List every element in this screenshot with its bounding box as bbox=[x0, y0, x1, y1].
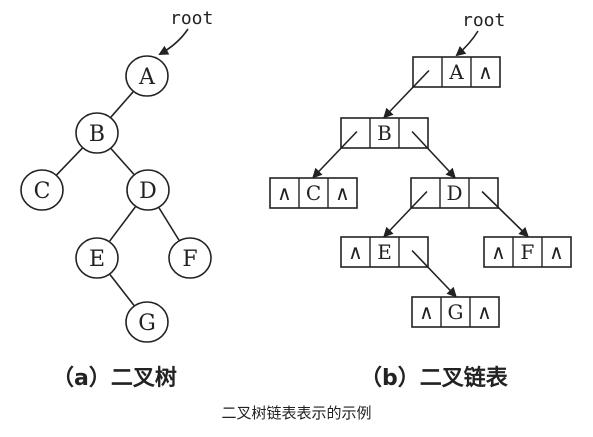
right-null-mark: ∧ bbox=[477, 300, 492, 324]
list-node-c: C ∧ ∧ bbox=[269, 177, 358, 209]
tree-node-a: A bbox=[125, 55, 169, 97]
tree-root-arrow bbox=[158, 28, 189, 55]
tree-node-circle bbox=[125, 55, 169, 97]
list-link-b-right-d bbox=[411, 130, 456, 179]
tree-root-label: root bbox=[170, 8, 213, 29]
tree-node-g: G bbox=[125, 301, 169, 343]
list-node-data: D bbox=[446, 181, 462, 205]
list-node-data: B bbox=[377, 121, 392, 145]
list-node-box bbox=[269, 177, 358, 209]
tree-node-circle bbox=[75, 112, 119, 154]
list-link-d-right-f bbox=[481, 190, 529, 238]
tree-node-d: D bbox=[126, 169, 170, 211]
tree-edge-d-f bbox=[158, 207, 180, 241]
tree-node-label: E bbox=[89, 247, 105, 272]
tree-node-circle bbox=[168, 237, 212, 279]
caption-linked-list: （b）二叉链表 bbox=[360, 366, 508, 391]
list-node-a: A∧ bbox=[412, 56, 501, 88]
list-node-d: D bbox=[410, 177, 499, 209]
tree-node-b: B bbox=[75, 112, 119, 154]
list-node-data: C bbox=[306, 181, 321, 205]
tree-edge-e-g bbox=[109, 274, 135, 306]
left-null-mark: ∧ bbox=[348, 240, 363, 264]
tree-node-f: F bbox=[168, 237, 212, 279]
list-node-data: G bbox=[448, 300, 464, 324]
left-null-mark: ∧ bbox=[419, 300, 434, 324]
list-node-g: G ∧ ∧ bbox=[411, 296, 500, 328]
figure-caption: 二叉树链表表示的示例 bbox=[221, 404, 372, 422]
tree-node-label: A bbox=[138, 65, 156, 90]
left-null-mark: ∧ bbox=[491, 240, 506, 264]
tree-node-label: B bbox=[89, 122, 105, 147]
list-link-e-right-g bbox=[411, 249, 457, 298]
tree-node-circle bbox=[126, 169, 170, 211]
right-null-mark: ∧ bbox=[549, 240, 564, 264]
tree-node-circle bbox=[125, 301, 169, 343]
tree-edge-d-e bbox=[108, 206, 137, 242]
tree-node-label: C bbox=[34, 179, 51, 204]
tree-node-circle bbox=[75, 237, 119, 279]
list-node-data: F bbox=[521, 240, 535, 264]
list-link-d-left-e bbox=[383, 190, 428, 238]
list-node-box bbox=[411, 296, 500, 328]
caption-binary-tree: （a）二叉树 bbox=[52, 366, 177, 391]
list-root-arrow bbox=[455, 30, 479, 57]
tree-node-label: G bbox=[138, 311, 156, 336]
tree-edge-a-b bbox=[110, 91, 134, 118]
tree-edge-b-d bbox=[110, 148, 135, 175]
list-node-f: F ∧ ∧ bbox=[483, 236, 572, 268]
list-link-a-left-b bbox=[383, 69, 430, 119]
list-node-b: B bbox=[340, 117, 429, 149]
tree-node-label: D bbox=[139, 179, 157, 204]
list-node-box bbox=[483, 236, 572, 268]
list-node-data: A bbox=[448, 60, 464, 84]
list-node-e: E∧ bbox=[340, 236, 429, 268]
tree-node-label: F bbox=[182, 247, 197, 272]
right-null-mark: ∧ bbox=[478, 60, 493, 84]
tree-node-e: E bbox=[75, 237, 119, 279]
right-null-mark: ∧ bbox=[335, 181, 350, 205]
left-null-mark: ∧ bbox=[277, 181, 292, 205]
list-link-b-left-c bbox=[312, 130, 358, 179]
list-root-label: root bbox=[462, 10, 505, 31]
tree-edge-b-c bbox=[56, 147, 83, 176]
list-node-data: E bbox=[377, 240, 392, 264]
tree-node-circle bbox=[20, 169, 64, 211]
tree-node-c: C bbox=[20, 169, 64, 211]
